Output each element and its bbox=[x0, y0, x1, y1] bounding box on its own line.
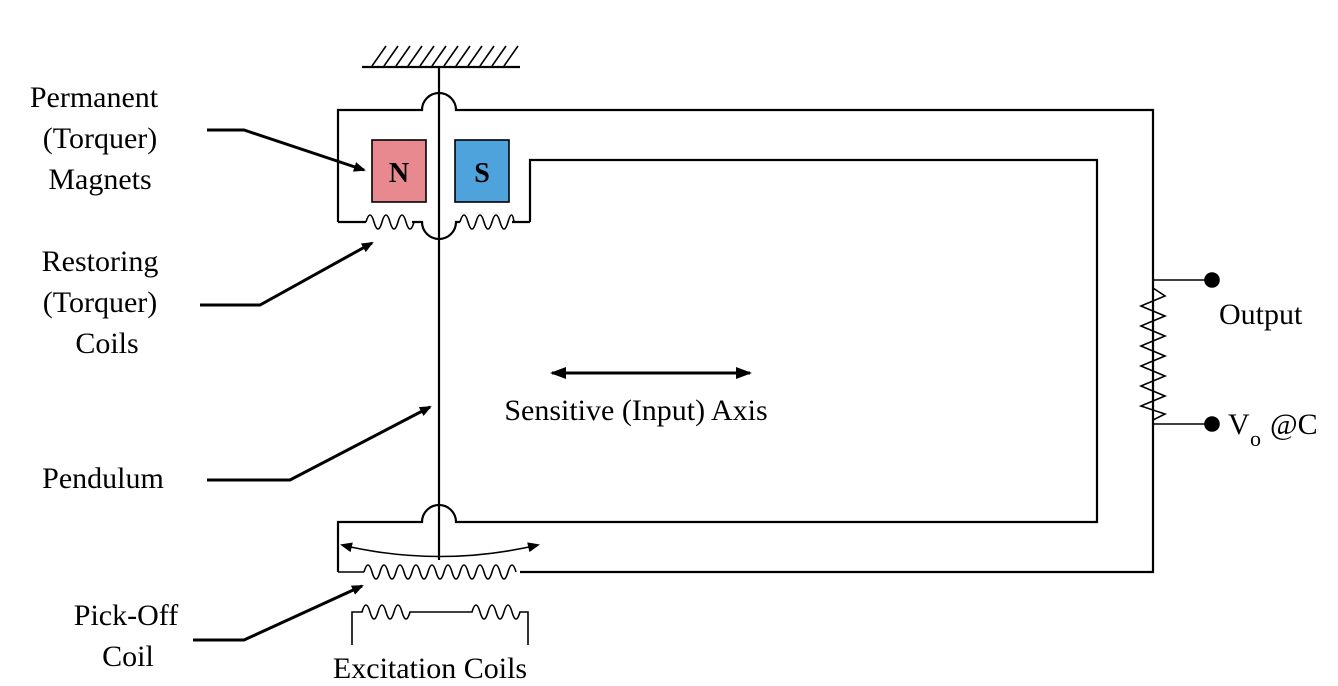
pickoff-coil bbox=[338, 564, 517, 580]
vo-sub: o bbox=[1250, 426, 1261, 451]
north-label: N bbox=[389, 158, 409, 189]
restoring-label-3: Coils bbox=[75, 327, 138, 360]
restoring-label-2: (Torquer) bbox=[43, 286, 158, 319]
ceiling-mount bbox=[362, 45, 520, 69]
south-label: S bbox=[474, 158, 490, 189]
permanent-label-2: (Torquer) bbox=[43, 122, 158, 155]
output-label: Output bbox=[1219, 298, 1303, 331]
restoring-arrow bbox=[200, 241, 374, 307]
permanent-label-3: Magnets bbox=[48, 163, 151, 196]
outer-frame bbox=[336, 91, 1155, 574]
pickoff-label-1: Pick-Off bbox=[74, 599, 178, 632]
south-magnet: S bbox=[454, 139, 510, 203]
vo-suffix: @C bbox=[1270, 408, 1318, 441]
excitation-label: Excitation Coils bbox=[333, 652, 527, 685]
pickoff-arrow bbox=[193, 584, 364, 642]
north-magnet: N bbox=[371, 139, 427, 203]
excitation-coils bbox=[351, 604, 529, 645]
restoring-coils bbox=[365, 214, 515, 230]
permanent-arrow bbox=[207, 128, 366, 172]
output-resistor bbox=[1138, 272, 1220, 432]
pendulum-arrow bbox=[207, 405, 432, 482]
pickoff-label-2: Coil bbox=[102, 640, 154, 673]
permanent-label-1: Permanent bbox=[30, 81, 159, 114]
pendulum-label: Pendulum bbox=[42, 462, 164, 495]
vo-main: V bbox=[1228, 408, 1250, 441]
sensitive-axis-label: Sensitive (Input) Axis bbox=[504, 394, 767, 427]
vo-label: V o @C bbox=[1228, 408, 1318, 451]
swing-arc bbox=[340, 542, 540, 558]
restoring-label-1: Restoring bbox=[42, 245, 159, 278]
